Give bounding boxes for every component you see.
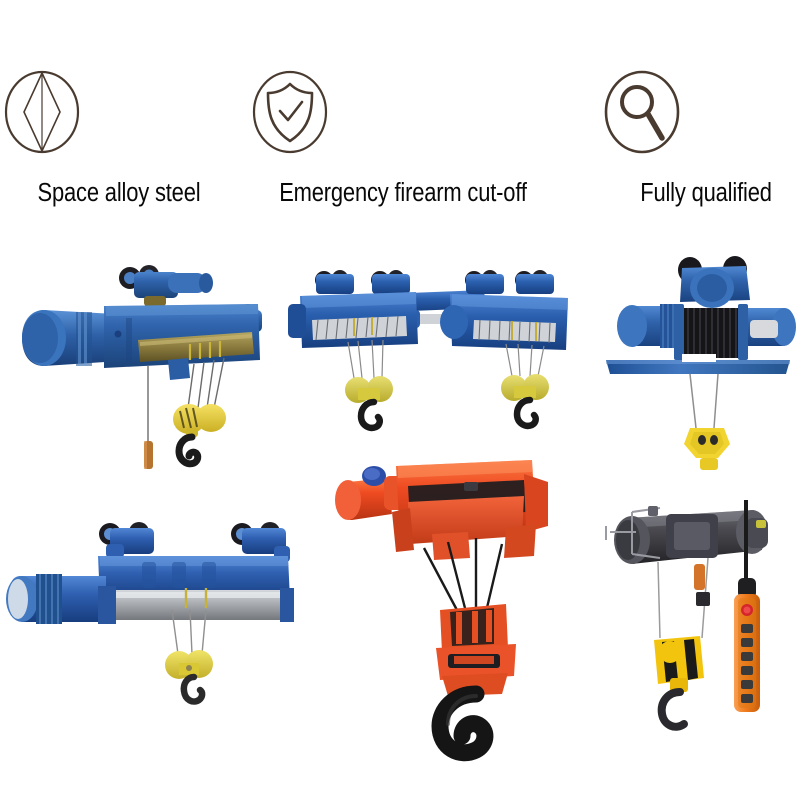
- hook-block: [684, 428, 730, 470]
- gearbox-top: [678, 256, 750, 308]
- feature-row: Space alloy steel Emergency firearm cut-…: [0, 66, 800, 216]
- product-image-red-explosion-proof-hoist: [335, 452, 600, 762]
- feature-label-2: Emergency firearm cut-off: [279, 179, 527, 207]
- feature-fully-qualified: Fully qualified: [600, 66, 800, 207]
- pendant-buttons: [741, 624, 753, 703]
- shield-check-icon: [248, 66, 558, 158]
- wire-ropes: [147, 357, 225, 444]
- product-image-blue-cd-hoist-long-drum: [6, 500, 296, 725]
- mounting-plate: [606, 354, 790, 374]
- feature-caption-wrap: Space alloy steel: [0, 179, 238, 208]
- product-image-blue-cd-hoist-single: [8, 248, 280, 480]
- feature-space-alloy-steel: Space alloy steel: [0, 66, 238, 207]
- hoist-body: [22, 304, 260, 380]
- hoist-housing: [392, 460, 548, 560]
- limit-switch: [694, 564, 705, 590]
- hook-block: [165, 650, 213, 705]
- hook-block: [654, 636, 704, 731]
- wire-ropes: [422, 538, 504, 613]
- rope-guides: [188, 341, 222, 360]
- right-motor: [748, 308, 796, 346]
- diamond-in-circle-icon: [0, 66, 238, 158]
- hook-block: [173, 404, 226, 468]
- rope-weight: [696, 592, 710, 606]
- feature-caption-wrap: Emergency firearm cut-off: [248, 179, 558, 208]
- wire-ropes: [689, 373, 719, 429]
- lifting-hook: [431, 685, 494, 762]
- hoist-body: [605, 506, 768, 564]
- wire-ropes: [171, 609, 207, 655]
- rope-guides: [184, 588, 208, 608]
- left-hoist: [288, 270, 418, 432]
- magnifier-icon: [600, 66, 800, 158]
- feature-label-1: Space alloy steel: [37, 179, 201, 207]
- trolley-left: [99, 522, 154, 558]
- product-image-twin-hoist-trolley: [288, 250, 578, 450]
- rope-drum: [674, 304, 748, 360]
- pendant-cable: [744, 500, 748, 582]
- hoist-body: [6, 556, 294, 624]
- feature-emergency-firearm-cut-off: Emergency firearm cut-off: [248, 66, 558, 207]
- feature-label-3: Fully qualified: [640, 179, 772, 207]
- feature-caption-wrap: Fully qualified: [600, 179, 800, 208]
- right-hoist: [440, 270, 568, 430]
- pendant-control-station: [734, 500, 760, 712]
- left-motor: [617, 304, 678, 348]
- product-image-mini-electric-hoist-pendant: [596, 492, 796, 731]
- hook-block: [436, 604, 516, 696]
- product-image-blue-plate-mounted-winch: [598, 242, 798, 472]
